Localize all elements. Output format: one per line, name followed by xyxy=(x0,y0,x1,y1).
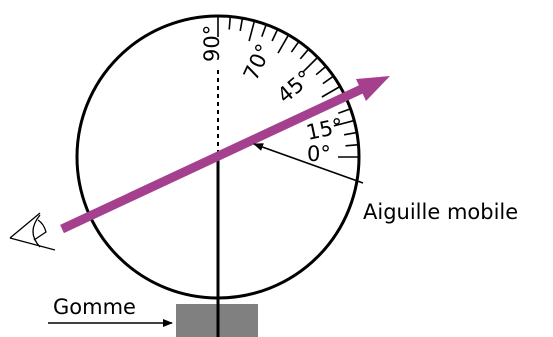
tick-mark xyxy=(315,66,326,76)
moving-needle-pointer xyxy=(60,82,368,234)
tick-mark xyxy=(261,25,267,37)
tick-mark xyxy=(333,120,354,127)
tick-mark xyxy=(321,86,340,98)
tick-mark xyxy=(277,35,289,54)
tick-mark xyxy=(228,17,231,30)
tick-mark xyxy=(302,57,318,73)
tick-mark xyxy=(343,131,357,136)
label-70-degrees: 70° xyxy=(239,40,276,84)
eraser-label: Gomme xyxy=(53,295,136,319)
tick-mark xyxy=(338,108,350,114)
moving-needle-label: Aiguille mobile xyxy=(363,200,518,224)
tick-mark xyxy=(239,18,244,32)
tick-mark xyxy=(290,41,299,53)
needle-callout-line xyxy=(253,143,364,184)
tick-mark xyxy=(248,21,255,42)
pointer-arrowhead xyxy=(356,76,390,101)
tick-mark xyxy=(271,29,278,42)
graduation-ticks xyxy=(217,17,358,158)
tick-mark xyxy=(322,76,334,85)
label-90-degrees: 90° xyxy=(200,25,224,62)
label-15-degrees: 15° xyxy=(304,114,345,145)
tick-mark xyxy=(299,49,309,60)
eye-icon xyxy=(9,212,56,251)
label-0-degrees: 0° xyxy=(307,142,331,166)
tick-mark xyxy=(345,144,358,147)
label-45-degrees: 45° xyxy=(273,66,317,108)
